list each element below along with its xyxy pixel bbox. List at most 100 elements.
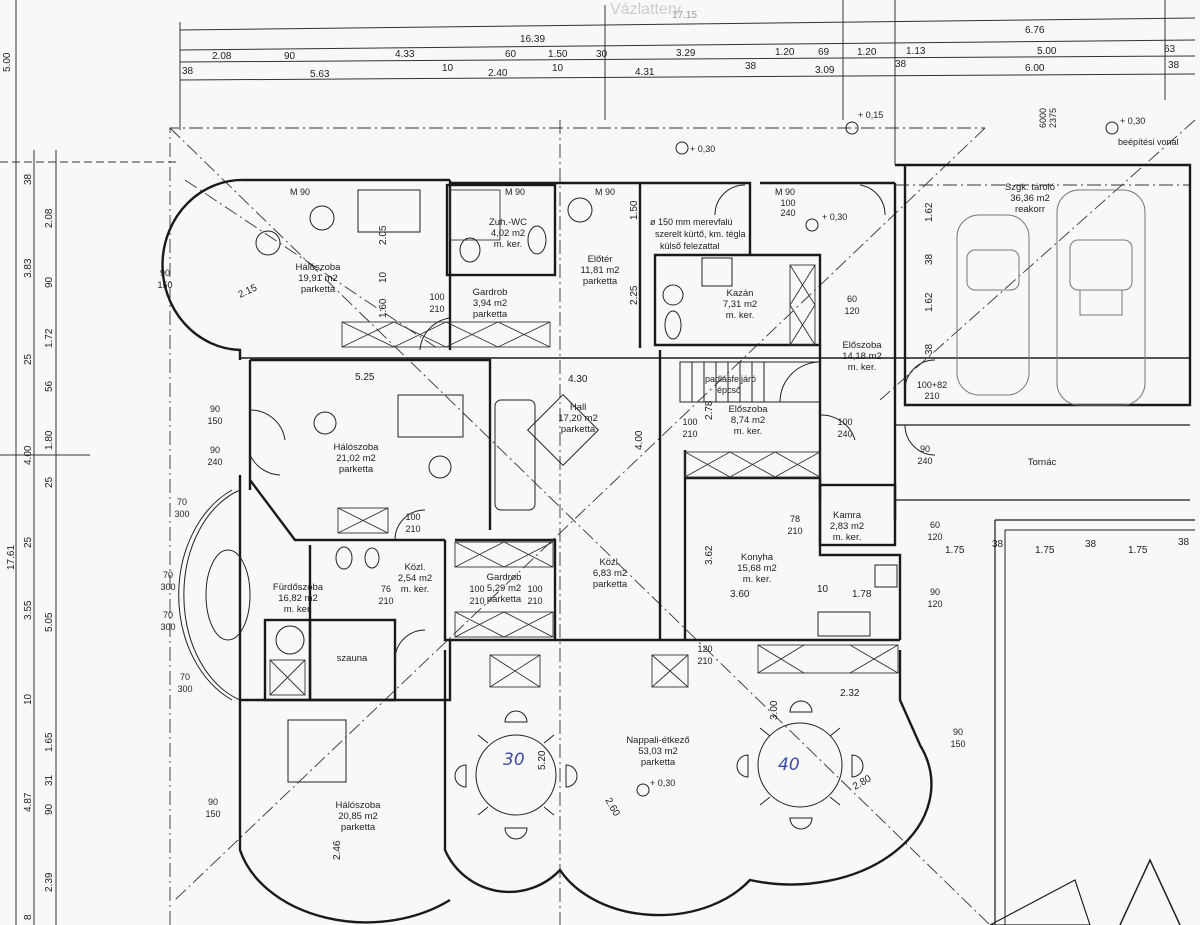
chimney-note: külső felezattal xyxy=(660,241,720,251)
dim-label: 38 xyxy=(924,253,935,265)
dim-label: 1.65 xyxy=(44,732,55,752)
dim-label: 2.32 xyxy=(840,688,860,699)
dim-label: 5.05 xyxy=(44,612,55,632)
room-name: Közl. xyxy=(599,557,620,568)
level-mark: + 0,15 xyxy=(858,110,883,120)
room-floor: m. ker. xyxy=(284,604,313,615)
dim-label: 1.78 xyxy=(852,589,872,600)
room-name: Szgk. tároló xyxy=(1005,182,1055,193)
dim-label: 1.75 xyxy=(945,545,965,556)
room-name: Gardrob xyxy=(473,287,508,298)
dim-label: 2.25 xyxy=(629,285,640,305)
dim-label: 90 xyxy=(44,803,55,815)
dim-label: 2.08 xyxy=(212,51,232,62)
dim-label: 10 xyxy=(552,63,564,74)
opening-label: 60 xyxy=(930,520,940,530)
room-floor: parketta xyxy=(583,276,618,287)
opening-label: 90 xyxy=(208,797,218,807)
room-name: Hálószoba xyxy=(296,262,342,273)
opening-label: M 90 xyxy=(595,187,615,197)
dim-label: 60 xyxy=(505,49,517,60)
dim-label: 4.00 xyxy=(634,430,645,450)
room-area: 8,74 m2 xyxy=(731,415,765,426)
opening-label: 300 xyxy=(160,622,175,632)
left-dimension-lines xyxy=(0,0,180,925)
opening-label: 210 xyxy=(378,596,393,606)
opening-label: 100 xyxy=(405,512,420,522)
bidet xyxy=(364,547,380,569)
washbasin xyxy=(527,225,547,255)
dim-label: 1.72 xyxy=(44,328,55,348)
chair xyxy=(309,205,335,231)
opening-label: 76 xyxy=(381,584,391,594)
bed xyxy=(287,719,347,783)
dim-label: 2.08 xyxy=(44,208,55,228)
top-dimension-lines xyxy=(179,0,1196,165)
room-name: Nappali-étkező xyxy=(626,735,689,746)
room-floor: reakorr xyxy=(1015,204,1045,215)
handwritten-seats-right: 40 xyxy=(778,755,800,775)
opening-label: 90 xyxy=(210,404,220,414)
dim-label: 56 xyxy=(44,380,55,392)
opening-label: 120 xyxy=(844,306,859,316)
room-name: Hálószoba xyxy=(336,800,382,811)
room-area: 14,18 m2 xyxy=(842,351,882,362)
dim-label: 3.62 xyxy=(704,545,715,565)
room-area: 17,20 m2 xyxy=(558,413,598,424)
furniture xyxy=(255,189,898,816)
chair xyxy=(428,455,452,479)
dim-label: 1.62 xyxy=(924,292,935,312)
opening-label: 240 xyxy=(917,456,932,466)
oval-bathtub xyxy=(205,549,251,641)
opening-label: 100 xyxy=(682,417,697,427)
room-area: 53,03 m2 xyxy=(638,746,678,757)
level-mark: + 0,30 xyxy=(1120,116,1145,126)
opening-label: 120 xyxy=(927,532,942,542)
annotations: ø 150 mm merevfalú szerelt kürtő, km. té… xyxy=(503,108,1179,788)
dim-label: 3.09 xyxy=(815,65,835,76)
dining-chairs xyxy=(454,700,864,840)
dim-label: 10 xyxy=(378,271,389,283)
opening-label: 210 xyxy=(924,391,939,401)
room-area: 3,94 m2 xyxy=(473,298,507,309)
opening-label: 300 xyxy=(177,684,192,694)
bay-window xyxy=(178,489,251,701)
dim-label: 1.62 xyxy=(924,202,935,222)
room-name: Hálószoba xyxy=(334,442,380,453)
room-area: 2,83 m2 xyxy=(830,521,864,532)
dim-label: 6.00 xyxy=(1025,63,1045,74)
boiler xyxy=(701,257,733,287)
garage-height: 2375 xyxy=(1048,108,1058,128)
dim-label: 2.78 xyxy=(704,400,715,420)
opening-label: 150 xyxy=(950,739,965,749)
level-marker-icon xyxy=(636,783,650,797)
dim-label: 1.50 xyxy=(629,200,640,220)
opening-label: 210 xyxy=(682,429,697,439)
room-floor: parketta xyxy=(339,464,374,475)
dim-label: 3.60 xyxy=(730,589,750,600)
chair xyxy=(567,197,593,223)
room-porch: Tornác xyxy=(1028,457,1057,468)
dim-label: 38 xyxy=(1085,539,1097,550)
dining-table-right xyxy=(757,722,843,808)
level-mark: + 0,30 xyxy=(690,144,715,154)
walls xyxy=(161,163,1195,925)
dim-label: 1.50 xyxy=(548,49,568,60)
level-mark: + 0,30 xyxy=(822,212,847,222)
attic-stair xyxy=(679,361,821,403)
cars xyxy=(956,189,1146,406)
handwritten-seats-left: 30 xyxy=(503,750,525,770)
coffee-table xyxy=(526,393,600,467)
dim-label: 38 xyxy=(1168,60,1180,71)
opening-label: M 90 xyxy=(775,187,795,197)
